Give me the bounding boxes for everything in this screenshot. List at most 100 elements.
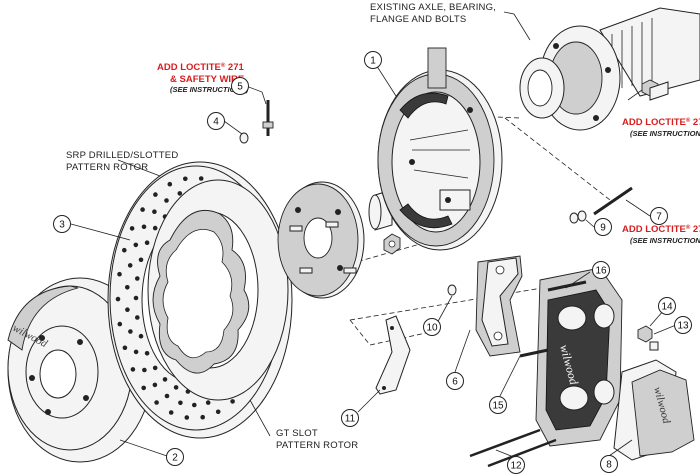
- rotor-drill-hole: [138, 333, 144, 339]
- caliper-bracket: [475, 255, 523, 357]
- callout-3: 3: [53, 215, 71, 233]
- gt-rotor-label: GT SLOT PATTERN ROTOR: [276, 428, 358, 451]
- rotor-drill-hole: [177, 191, 183, 196]
- rotor-drill-hole: [230, 399, 235, 404]
- hardware: [239, 100, 659, 468]
- callout-14: 14: [658, 297, 676, 315]
- callout-1: 1: [364, 51, 382, 69]
- rotor-drill-hole: [200, 414, 205, 420]
- svg-text:10: 10: [426, 323, 438, 334]
- rotor-drill-hole: [205, 400, 211, 405]
- rotor-drill-hole: [178, 400, 183, 406]
- existing-axle-label: EXISTING AXLE, BEARING, FLANGE AND BOLTS: [370, 2, 496, 25]
- rotor-drill-hole: [153, 192, 158, 197]
- gt-slot-rotor: [147, 179, 289, 401]
- rotor-drill-hole: [138, 257, 144, 263]
- rotor-drill-hole: [152, 382, 158, 388]
- callout-2: 2: [166, 448, 184, 466]
- rotor-drill-hole: [128, 329, 133, 334]
- rotor-drill-hole: [215, 409, 221, 415]
- svg-text:(SEE INSTRUCTIONS): (SEE INSTRUCTIONS): [630, 129, 700, 138]
- loctite-note-axle: ADD LOCTITE® 271 (SEE INSTRUCTIONS): [622, 117, 700, 138]
- rotor-drill-hole: [129, 226, 135, 231]
- rotor-drill-hole: [144, 240, 150, 245]
- rotor-drill-hole: [183, 176, 188, 182]
- svg-text:PATTERN ROTOR: PATTERN ROTOR: [66, 162, 148, 173]
- callout-16: 16: [592, 261, 610, 279]
- svg-text:6: 6: [452, 377, 458, 388]
- svg-text:(SEE INSTRUCTIONS): (SEE INSTRUCTIONS): [170, 85, 249, 94]
- rotor-drill-hole: [168, 410, 174, 415]
- svg-text:14: 14: [661, 302, 673, 313]
- rotor-drill-hole: [142, 367, 147, 373]
- rotor-drill-hole: [125, 307, 130, 313]
- rotor-drill-hole: [198, 176, 204, 181]
- callout-4: 4: [207, 112, 225, 130]
- rotor-drill-hole: [122, 345, 128, 351]
- svg-text:15: 15: [492, 401, 504, 412]
- axle-housing: [519, 7, 700, 131]
- svg-text:11: 11: [345, 414, 356, 425]
- callout-8: 8: [600, 455, 618, 473]
- callout-6: 6: [446, 372, 464, 390]
- svg-text:FLANGE AND BOLTS: FLANGE AND BOLTS: [370, 14, 466, 25]
- callout-7: 7: [650, 207, 668, 225]
- parking-brake-assembly: [377, 47, 503, 251]
- loctite-note-5: ADD LOCTITE® 271 & SAFETY WIRE (SEE INST…: [157, 62, 249, 94]
- svg-text:1: 1: [370, 56, 376, 67]
- rotor-drill-hole: [173, 385, 179, 390]
- rotor-drill-hole: [133, 242, 139, 248]
- svg-text:2: 2: [172, 453, 178, 464]
- rotor-drill-hole: [135, 276, 140, 281]
- rotor-drill-hole: [152, 365, 158, 371]
- bracket-shim: [375, 315, 411, 395]
- svg-text:GT SLOT: GT SLOT: [276, 428, 318, 439]
- rotor-drill-hole: [184, 415, 190, 420]
- svg-text:(SEE INSTRUCTIONS): (SEE INSTRUCTIONS): [630, 236, 700, 245]
- callout-13: 13: [674, 316, 692, 334]
- rotor-drill-hole: [133, 295, 139, 301]
- svg-text:13: 13: [677, 321, 689, 332]
- callout-12: 12: [507, 456, 525, 474]
- rotor-drill-hole: [127, 263, 133, 268]
- svg-text:EXISTING AXLE, BEARING,: EXISTING AXLE, BEARING,: [370, 2, 496, 13]
- rotor-drill-hole: [117, 321, 123, 327]
- brake-pads: wilwood: [613, 359, 695, 461]
- svg-text:5: 5: [237, 82, 243, 93]
- svg-text:ADD LOCTITE® 271: ADD LOCTITE® 271: [622, 224, 700, 235]
- rotor-drill-hole: [122, 247, 127, 253]
- callout-11: 11: [341, 409, 359, 427]
- rotor-drill-hole: [152, 209, 157, 214]
- hub-adapter: [277, 181, 365, 299]
- svg-text:4: 4: [213, 117, 219, 128]
- rotor-drill-hole: [125, 285, 130, 290]
- svg-text:SRP DRILLED/SLOTTED: SRP DRILLED/SLOTTED: [66, 150, 178, 161]
- rotor-drill-hole: [115, 296, 121, 302]
- svg-text:PATTERN ROTOR: PATTERN ROTOR: [276, 440, 358, 451]
- rotor-drill-hole: [140, 207, 145, 212]
- rotor-drill-hole: [164, 393, 170, 399]
- rotor-drill-hole: [133, 349, 139, 355]
- rotor-drill-hole: [130, 367, 136, 372]
- loctite-note-7: ADD LOCTITE® 271 (SEE INSTRUCTIONS): [622, 224, 700, 245]
- svg-text:& SAFETY WIRE: & SAFETY WIRE: [170, 74, 244, 85]
- leader-lines: [70, 11, 677, 459]
- srp-rotor-label: SRP DRILLED/SLOTTED PATTERN ROTOR: [66, 150, 178, 173]
- svg-text:ADD LOCTITE® 271: ADD LOCTITE® 271: [622, 117, 700, 128]
- svg-text:3: 3: [59, 220, 65, 231]
- drum-hat: wilwood: [7, 277, 153, 463]
- rotor-drill-hole: [117, 271, 122, 277]
- caliper: wilwood: [535, 267, 623, 447]
- svg-text:8: 8: [606, 460, 612, 471]
- rotor-drill-hole: [164, 198, 169, 203]
- rotor-drill-hole: [192, 402, 197, 408]
- svg-text:ADD LOCTITE® 271: ADD LOCTITE® 271: [157, 62, 244, 73]
- callout-10: 10: [423, 318, 441, 336]
- rotor-drill-hole: [144, 351, 150, 356]
- rotor-drill-hole: [141, 385, 146, 391]
- callout-9: 9: [594, 218, 612, 236]
- rotor-drill-hole: [162, 377, 168, 382]
- rotor-drill-hole: [154, 400, 159, 405]
